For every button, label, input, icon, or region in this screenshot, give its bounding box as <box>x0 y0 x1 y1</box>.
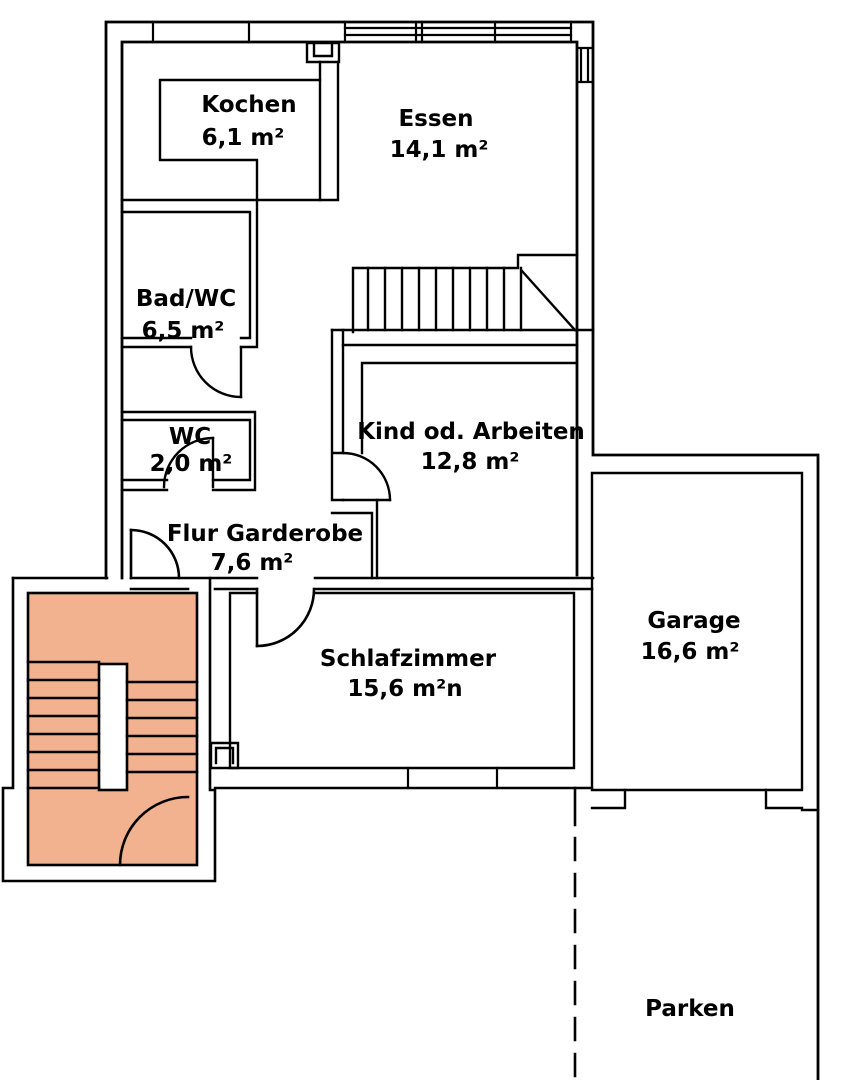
wc-door-arc <box>162 436 215 489</box>
childroom-door-arc <box>341 451 392 502</box>
interior-stair-treads <box>366 266 523 332</box>
chimney-symbol <box>305 41 341 64</box>
bedroom-door-arc <box>255 587 316 648</box>
room-label-wc-area: 2,0 m² <box>150 451 233 477</box>
stair-treads-right <box>125 680 199 774</box>
entry-door-arc <box>129 528 181 580</box>
room-label-kind-name: Kind od. Arbeiten <box>357 419 585 445</box>
bathroom-outline <box>120 198 259 349</box>
bedroom-outline <box>228 591 576 770</box>
room-label-kochen-name: Kochen <box>201 92 296 118</box>
room-label-flur-name: Flur Garderobe <box>167 521 363 547</box>
hallway-walls <box>11 528 595 648</box>
room-label-flur-area: 7,6 m² <box>211 550 294 576</box>
bedroom-walls <box>209 591 594 790</box>
stair-break-line <box>520 269 577 332</box>
windows <box>151 20 595 790</box>
hall-bottom-wall <box>11 576 595 591</box>
childroom-walls <box>330 328 595 580</box>
stairwell-outline <box>1 576 217 883</box>
room-label-garage-area: 16,6 m² <box>641 639 740 665</box>
room-label-wc-name: WC <box>169 424 211 450</box>
kitchen-dining-wall <box>318 60 340 202</box>
room-label-essen-name: Essen <box>398 106 473 132</box>
room-label-garage-name: Garage <box>647 608 740 634</box>
room-label-essen-area: 14,1 m² <box>390 137 489 163</box>
garage-outline <box>590 471 804 792</box>
stairwell-door-arc <box>118 795 190 867</box>
top-wall-window-glazing <box>343 26 573 37</box>
garage-walls <box>590 471 820 812</box>
room-label-kind-area: 12,8 m² <box>421 449 520 475</box>
childroom-inner-outline <box>360 361 577 455</box>
bedroom-column-symbol <box>209 741 240 770</box>
wc-walls <box>120 410 257 492</box>
interior-stairs <box>351 253 579 334</box>
room-label-parken-name: Parken <box>645 996 735 1022</box>
room-label-badwc-area: 6,5 m² <box>142 318 225 344</box>
bathroom-door-arc <box>189 345 243 399</box>
garage-door-stubs <box>590 788 820 812</box>
stairwell <box>1 576 217 883</box>
bathroom-walls <box>120 198 259 399</box>
bedroom-wall-window-mullions <box>406 766 499 790</box>
kitchen-dining <box>158 41 341 202</box>
exterior-walls <box>104 20 820 1080</box>
right-wall-window <box>575 46 595 84</box>
childroom-top-wall <box>330 328 595 347</box>
inner-wall-face <box>120 40 579 580</box>
room-label-schlafzimmer-name: Schlafzimmer <box>320 646 497 672</box>
childroom-left-wall <box>330 328 379 580</box>
room-label-badwc-name: Bad/WC <box>136 286 236 312</box>
room-label-schlafzimmer-area: 15,6 m²n <box>347 676 462 702</box>
wc-outline <box>120 410 257 492</box>
top-wall-window-mullions <box>151 20 573 44</box>
room-labels: Kochen 6,1 m² Essen 14,1 m² Bad/WC 6,5 m… <box>136 92 741 1022</box>
stair-treads-left <box>26 660 101 790</box>
outer-wall-line <box>104 20 820 1080</box>
room-label-kochen-area: 6,1 m² <box>202 125 285 151</box>
stairwell-landing-void <box>97 662 129 792</box>
